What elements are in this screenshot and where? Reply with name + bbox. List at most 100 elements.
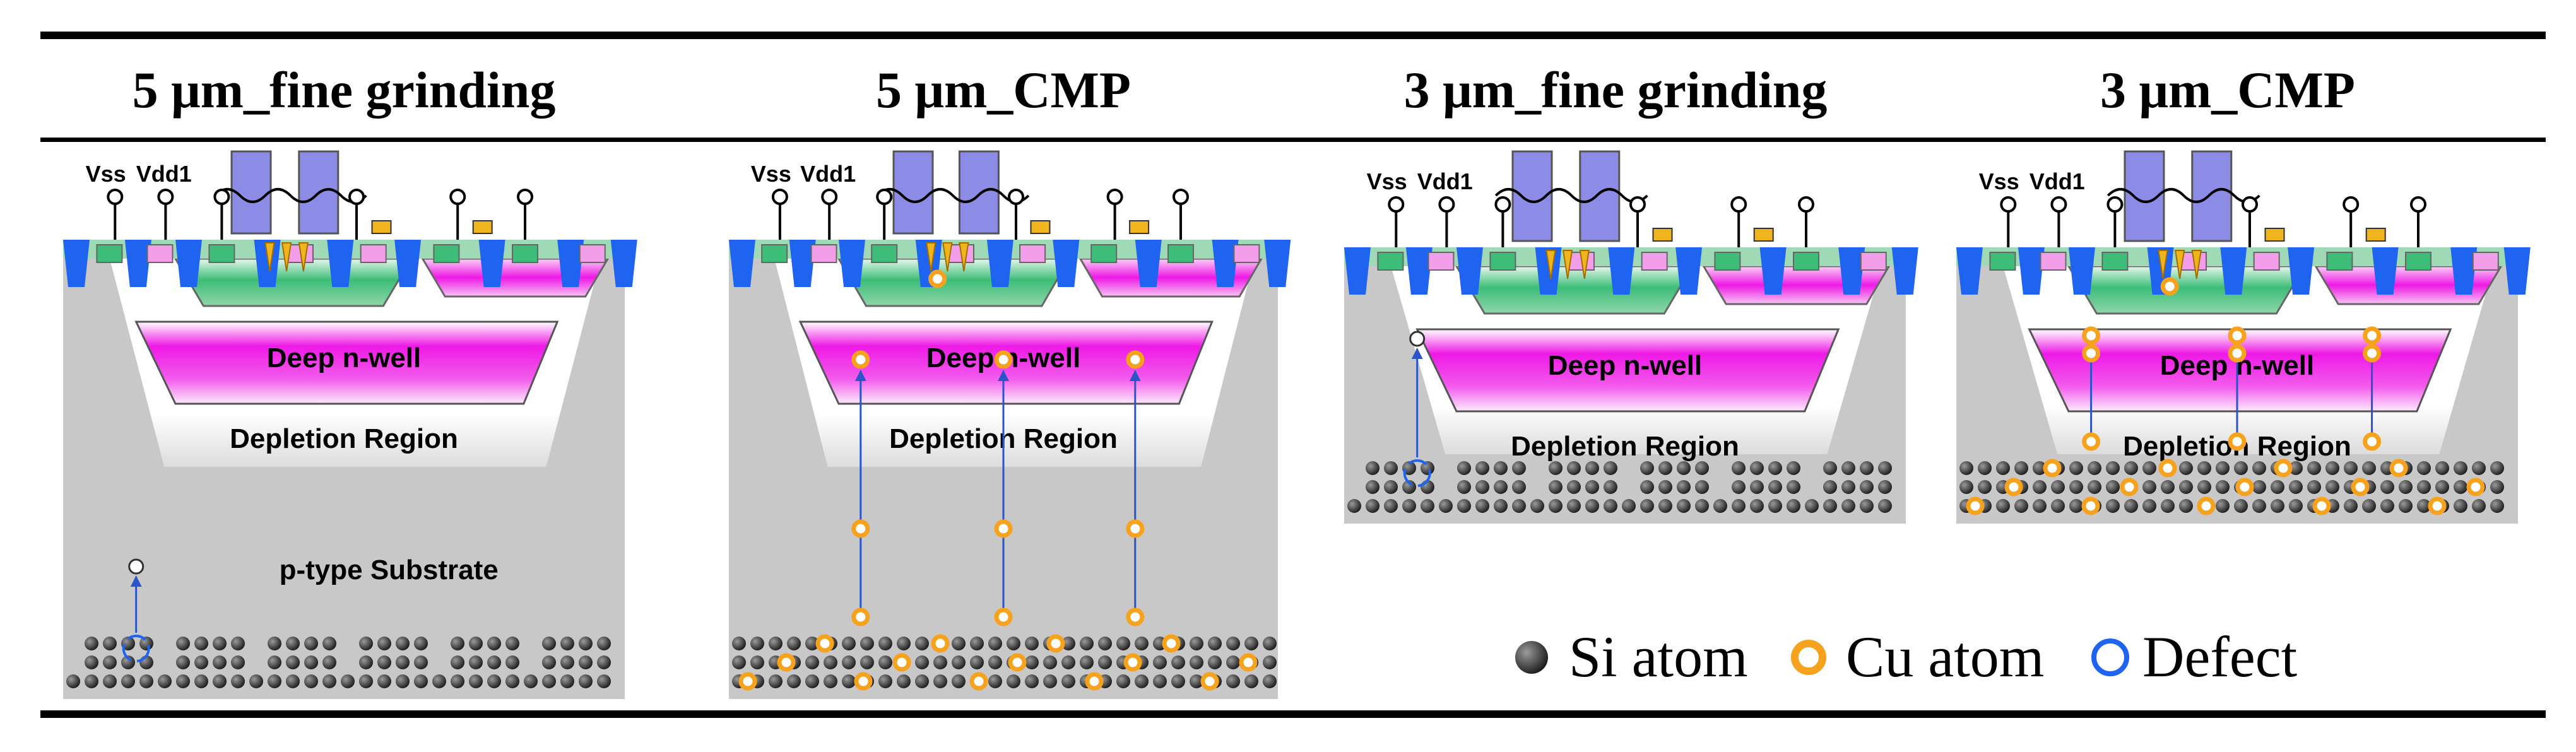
cu-atom	[931, 634, 950, 653]
si-atom	[805, 655, 819, 669]
si-atom	[268, 637, 281, 650]
si-atom	[2014, 499, 2028, 513]
cu-atom	[2043, 459, 2062, 478]
si-atom	[1135, 637, 1149, 650]
cu-atom	[2228, 344, 2247, 363]
si-atom	[1604, 480, 1617, 494]
si-atom	[66, 674, 80, 688]
si-atom	[2179, 480, 2193, 494]
si-atom	[2088, 461, 2101, 475]
si-atom	[487, 674, 501, 688]
si-atom	[1421, 461, 1434, 475]
si-atom	[213, 655, 227, 669]
sti-block	[124, 240, 151, 287]
si-atom	[1025, 655, 1039, 669]
cu-atom	[777, 653, 796, 672]
si-atom	[1750, 461, 1764, 475]
cu-atom	[2235, 478, 2254, 496]
pin-terminal	[1173, 189, 1189, 205]
si-atom	[732, 655, 746, 669]
si-atom	[769, 637, 783, 650]
cu-atom	[1008, 653, 1027, 672]
si-atom	[1512, 461, 1526, 475]
si-atom	[2197, 461, 2211, 475]
si-atom	[2417, 480, 2431, 494]
si-atom	[1347, 499, 1361, 513]
si-atom	[2307, 461, 2321, 475]
si-atom	[1658, 499, 1672, 513]
metal-contact	[2264, 228, 2285, 242]
si-atom	[1713, 499, 1727, 513]
si-atom	[1366, 480, 1380, 494]
si-atom	[1043, 655, 1057, 669]
p-plus-diffusion	[1793, 252, 1819, 271]
n-plus-diffusion	[810, 244, 837, 263]
cu-atom	[738, 672, 757, 691]
si-atom	[1098, 655, 1112, 669]
gate-finger	[2191, 250, 2202, 279]
si-atom	[1959, 480, 1973, 494]
sti-block	[1608, 247, 1635, 295]
si-atom	[769, 674, 783, 688]
pin-terminal	[2050, 196, 2067, 213]
si-atom	[915, 637, 929, 650]
pin-terminal	[1798, 196, 1814, 213]
si-atom	[1622, 499, 1636, 513]
si-atom	[2216, 461, 2230, 475]
cu-atom	[2120, 478, 2139, 496]
cu-atom	[892, 653, 911, 672]
sti-block	[254, 240, 281, 287]
si-atom	[176, 674, 190, 688]
p-plus-diffusion	[2405, 252, 2431, 271]
gate-finger	[264, 242, 275, 272]
si-atom	[1402, 499, 1416, 513]
si-atom	[1475, 480, 1489, 494]
si-atom	[1171, 655, 1185, 669]
si-atom	[915, 655, 929, 669]
si-atom	[1098, 637, 1112, 650]
sti-block	[175, 240, 202, 287]
si-atom	[1080, 655, 1094, 669]
p-plus-diffusion	[1090, 244, 1118, 263]
si-atom	[1823, 499, 1837, 513]
si-atom	[1695, 461, 1709, 475]
si-atom	[750, 637, 764, 650]
si-atom	[2399, 480, 2413, 494]
cu-atom	[969, 672, 988, 691]
si-atom	[1512, 499, 1526, 513]
sti-block	[478, 240, 505, 287]
si-atom	[194, 674, 208, 688]
si-atom	[1640, 461, 1654, 475]
si-atom	[2417, 461, 2431, 475]
pin-terminal	[1008, 189, 1024, 205]
gate-finger	[298, 242, 309, 272]
si-atom	[1640, 480, 1654, 494]
sti-block	[1759, 247, 1787, 295]
si-atom	[2271, 480, 2284, 494]
pin-terminal	[2242, 196, 2258, 213]
sti-block	[789, 240, 816, 287]
si-atom	[1208, 637, 1222, 650]
si-atom	[1244, 674, 1258, 688]
si-atom	[2142, 461, 2156, 475]
p-plus-diffusion	[1989, 252, 2016, 271]
si-atom	[1677, 499, 1691, 513]
si-atom	[377, 674, 391, 688]
si-atom	[505, 674, 519, 688]
si-atom	[304, 637, 318, 650]
break-mark	[2106, 188, 2260, 203]
cu-atom	[851, 519, 870, 538]
si-atom	[1007, 674, 1020, 688]
si-atom	[988, 655, 1002, 669]
si-atom	[359, 637, 373, 650]
defect-legend-icon	[2091, 638, 2129, 676]
si-atom	[1732, 480, 1746, 494]
cu-atom	[851, 608, 870, 626]
cu-atom-legend-label: Cu atom	[1846, 625, 2044, 689]
si-atom	[1841, 461, 1855, 475]
